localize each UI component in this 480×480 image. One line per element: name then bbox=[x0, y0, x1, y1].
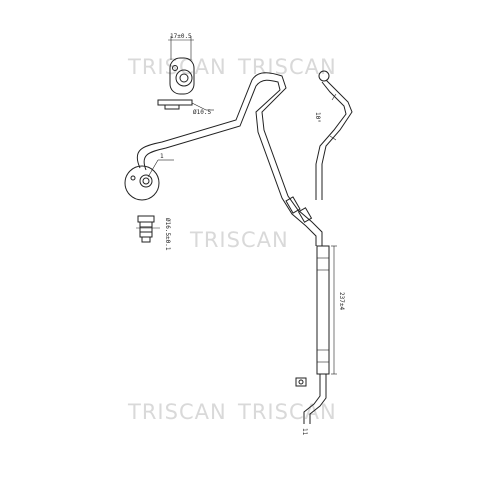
small-fitting-detail bbox=[136, 215, 160, 243]
watermark-bottom-right: TRISCAN bbox=[237, 400, 337, 424]
right-angle-dimension: 10° bbox=[314, 112, 321, 123]
left-fitting bbox=[124, 159, 174, 201]
flange-hole-dimension: Ø10.5 bbox=[193, 109, 211, 116]
flange-detail bbox=[157, 36, 214, 111]
fitting-diameter-dimension: Ø16.5±0.1 bbox=[164, 218, 171, 251]
flange-width-dimension: 17±0.5 bbox=[170, 33, 192, 40]
watermark-center: TRISCAN bbox=[189, 228, 289, 252]
side-view-detail bbox=[315, 70, 353, 200]
watermark-bottom-left: TRISCAN bbox=[127, 400, 227, 424]
bottom-callout: 11 bbox=[301, 428, 308, 436]
main-pipe bbox=[136, 72, 337, 424]
callout-1: 1 bbox=[160, 153, 164, 160]
hose-length-dimension: 237±4 bbox=[338, 292, 345, 310]
watermark-top-right: TRISCAN bbox=[237, 55, 337, 79]
